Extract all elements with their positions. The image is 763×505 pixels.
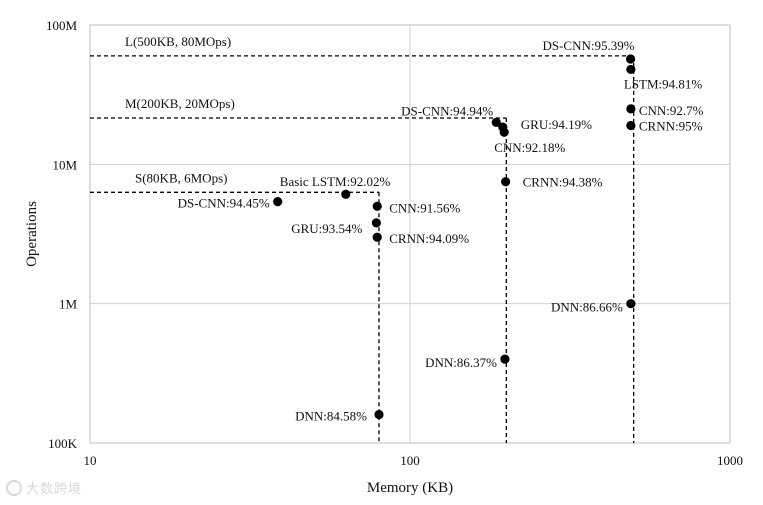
data-point-label: DS-CNN:94.45% bbox=[178, 196, 270, 211]
constraint-label: L(500KB, 80MOps) bbox=[125, 34, 231, 49]
data-point-label: GRU:94.19% bbox=[521, 117, 592, 132]
point-layer: DS-CNN:94.45% Basic LSTM:92.02% CNN:91.56%… bbox=[178, 38, 704, 424]
x-tick-label: 1000 bbox=[717, 453, 743, 468]
data-point-label: CRNN:94.09% bbox=[389, 231, 469, 246]
data-point-label: CNN:92.18% bbox=[494, 140, 565, 155]
data-point-label: LSTM:94.81% bbox=[624, 76, 703, 91]
x-tick-label: 100 bbox=[400, 453, 420, 468]
data-point bbox=[626, 299, 636, 309]
data-point bbox=[491, 117, 501, 127]
tick-layer: 10 100 1000 100K 1M 10M 100M bbox=[46, 18, 743, 468]
data-point bbox=[499, 127, 509, 137]
data-point bbox=[626, 120, 636, 131]
x-tick-label: 10 bbox=[84, 453, 97, 468]
data-point bbox=[372, 201, 382, 211]
data-point bbox=[500, 354, 510, 364]
data-point bbox=[625, 54, 636, 64]
y-axis-label: Operations bbox=[24, 201, 40, 267]
data-point-label: DS-CNN:94.94% bbox=[401, 103, 493, 118]
data-point-label: CRNN:95% bbox=[639, 118, 703, 133]
data-point bbox=[374, 409, 384, 420]
data-point-label: DNN:84.58% bbox=[295, 409, 367, 424]
watermark-logo-icon bbox=[6, 479, 22, 496]
data-point-label: DS-CNN:95.39% bbox=[542, 38, 634, 53]
data-point-label: CNN:92.7% bbox=[639, 103, 704, 118]
data-point-label: CRNN:94.38% bbox=[523, 175, 603, 190]
watermark-text: 大数跨境 bbox=[26, 482, 83, 497]
y-tick-label: 100M bbox=[46, 18, 78, 33]
data-point-label: CNN:91.56% bbox=[389, 200, 460, 215]
x-axis-label: Memory (KB) bbox=[367, 480, 453, 496]
constraint-label: S(80KB, 6MOps) bbox=[135, 170, 227, 185]
data-point bbox=[626, 64, 636, 75]
data-point-label: GRU:93.54% bbox=[291, 221, 362, 236]
data-point bbox=[372, 232, 382, 242]
y-tick-label: 100K bbox=[48, 436, 78, 451]
constraint-label: M(200KB, 20MOps) bbox=[125, 96, 235, 111]
data-point bbox=[626, 104, 636, 114]
data-point bbox=[341, 189, 351, 199]
y-tick-label: 1M bbox=[59, 297, 78, 312]
data-point bbox=[501, 177, 511, 187]
plot-frame bbox=[89, 24, 731, 444]
constraint-layer: L(500KB, 80MOps) M(200KB, 20MOps) S(80KB, … bbox=[90, 34, 635, 443]
data-point-label: DNN:86.37% bbox=[425, 355, 497, 370]
y-tick-label: 10M bbox=[52, 157, 77, 172]
data-point-label: DNN:86.66% bbox=[551, 300, 623, 315]
data-point bbox=[273, 197, 283, 207]
data-point-label: Basic LSTM:92.02% bbox=[280, 174, 391, 189]
watermark: 大数跨境 bbox=[6, 478, 82, 497]
data-point bbox=[371, 218, 381, 228]
